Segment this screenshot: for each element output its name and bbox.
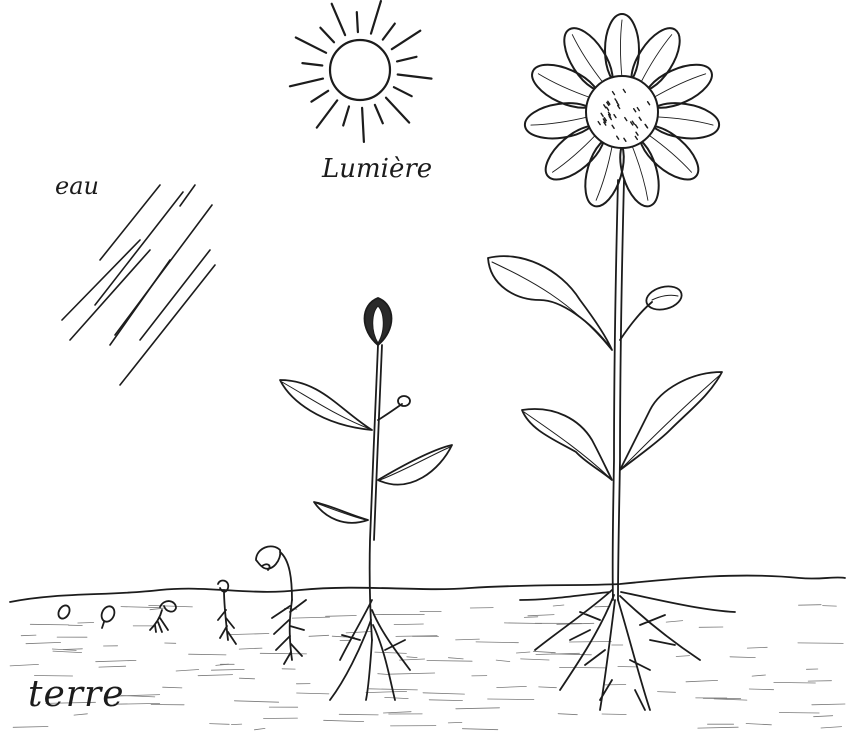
light-label: Lumière <box>322 154 432 184</box>
rain-icon <box>62 185 215 385</box>
seedling-stage-5 <box>256 546 306 664</box>
seed-stage-2 <box>99 604 117 628</box>
seed-stage-1 <box>56 603 72 620</box>
soil-label: terre <box>28 674 125 715</box>
young-plant-stage-6 <box>280 298 452 700</box>
soil-ground <box>10 576 845 730</box>
flowering-plant-stage-7 <box>488 14 735 710</box>
sun-icon <box>290 1 432 142</box>
water-label: eau <box>55 172 99 200</box>
